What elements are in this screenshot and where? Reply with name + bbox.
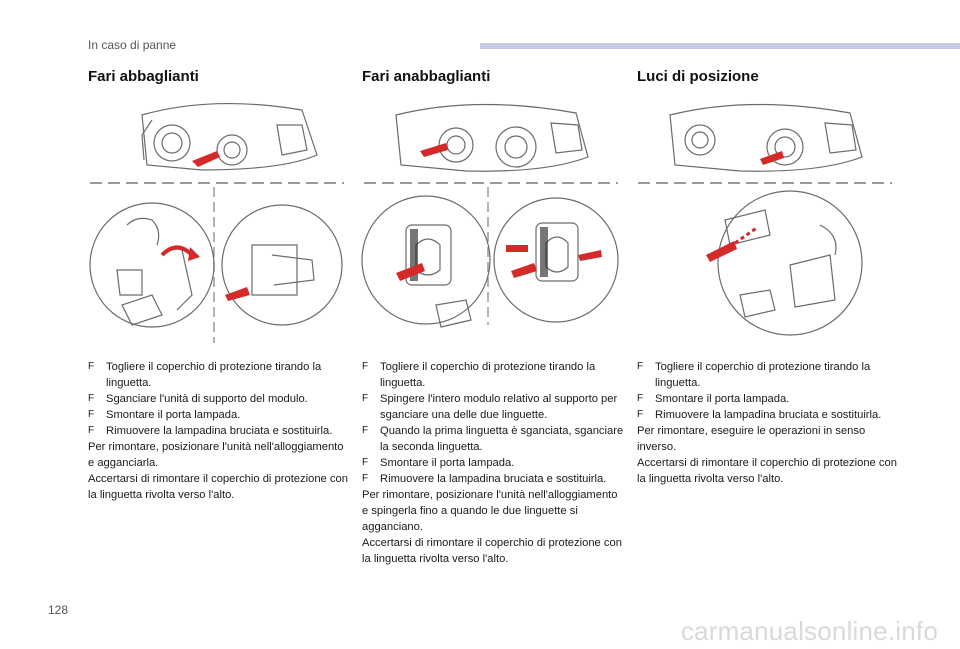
page-number: 128 xyxy=(48,603,69,617)
illustration-high-beam xyxy=(89,103,344,343)
paragraph: Per rimontare, posizionare l'unità nell'… xyxy=(88,441,344,469)
page-header-text: In caso di panne xyxy=(88,38,177,52)
paragraph: Accertarsi di rimontare il coperchio di … xyxy=(88,473,348,501)
paragraph: Per rimontare, posizionare l'unità nell'… xyxy=(362,489,618,533)
illustration-position-light xyxy=(638,103,892,336)
title-fari-anabbaglianti: Fari anabbaglianti xyxy=(362,68,491,85)
paragraph: Per rimontare, eseguire le operazioni in… xyxy=(637,425,866,453)
page-header-bar xyxy=(480,43,960,49)
illustration-low-beam xyxy=(361,103,619,328)
paragraph: Accertarsi di rimontare il coperchio di … xyxy=(362,537,622,565)
title-luci-posizione: Luci di posizione xyxy=(637,68,759,85)
watermark: carmanualsonline.info xyxy=(680,616,938,646)
paragraph: Accertarsi di rimontare il coperchio di … xyxy=(637,457,897,485)
title-fari-abbaglianti: Fari abbaglianti xyxy=(88,68,199,85)
